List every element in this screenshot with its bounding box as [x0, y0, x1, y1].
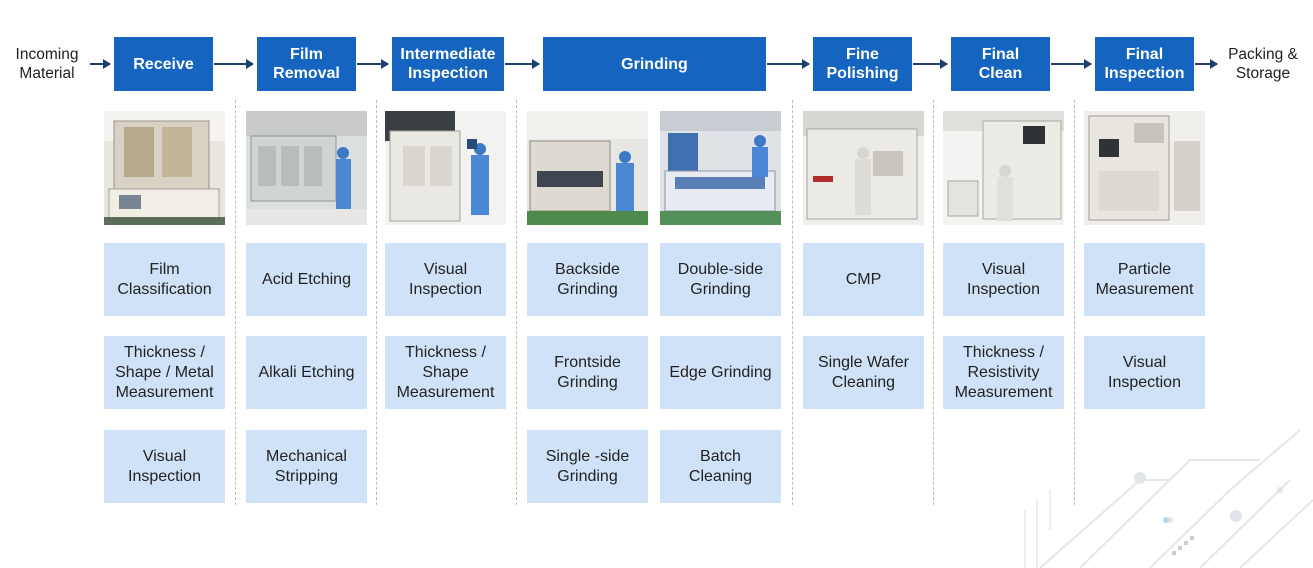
step-visual-inspection: Visual Inspection [385, 243, 506, 316]
step-visual-inspection: Visual Inspection [1084, 336, 1205, 409]
fine-polishing-equipment-photo [803, 111, 924, 225]
step-mechanical-stripping: Mechanical Stripping [246, 430, 367, 503]
step-particle-measurement: Particle Measurement [1084, 243, 1205, 316]
stage-grinding: Grinding [543, 37, 766, 91]
step-double-side-grinding: Double-side Grinding [660, 243, 781, 316]
step-thickness-shape-metal-measurement: Thickness / Shape / Metal Measurement [104, 336, 225, 409]
step-single-wafer-cleaning: Single Wafer Cleaning [803, 336, 924, 409]
intermediate-inspection-equipment-photo [385, 111, 506, 225]
flow-arrow [505, 59, 540, 69]
column-divider [1074, 100, 1075, 505]
step-single-side-grinding: Single -side Grinding [527, 430, 648, 503]
step-visual-inspection: Visual Inspection [104, 430, 225, 503]
column-divider [792, 100, 793, 505]
step-film-classification: Film Classification [104, 243, 225, 316]
step-cmp: CMP [803, 243, 924, 316]
step-frontside-grinding: Frontside Grinding [527, 336, 648, 409]
flow-arrow [767, 59, 810, 69]
circuit-decoration [1024, 429, 1313, 568]
flow-arrow [1051, 59, 1092, 69]
column-divider [516, 100, 517, 505]
flow-arrow [357, 59, 389, 69]
stage-receive: Receive [114, 37, 213, 91]
flow-arrow [1195, 59, 1218, 69]
column-divider [376, 100, 377, 505]
flow-arrow [913, 59, 948, 69]
step-acid-etching: Acid Etching [246, 243, 367, 316]
final-clean-equipment-photo [943, 111, 1064, 225]
stage-fine-polishing: Fine Polishing [813, 37, 912, 91]
end-label: Packing & Storage [1228, 46, 1298, 82]
stage-film-removal: Film Removal [257, 37, 356, 91]
step-backside-grinding: Backside Grinding [527, 243, 648, 316]
stage-intermediate-inspection: Intermediate Inspection [392, 37, 504, 91]
step-edge-grinding: Edge Grinding [660, 336, 781, 409]
step-alkali-etching: Alkali Etching [246, 336, 367, 409]
step-thickness-resistivity-measurement: Thickness / Resistivity Measurement [943, 336, 1064, 409]
receive-equipment-photo [104, 111, 225, 225]
flow-arrow [214, 59, 254, 69]
grinding-equipment-photo-1 [527, 111, 648, 225]
final-inspection-equipment-photo [1084, 111, 1205, 225]
column-divider [933, 100, 934, 505]
grinding-equipment-photo-2 [660, 111, 781, 225]
stage-final-inspection: Final Inspection [1095, 37, 1194, 91]
film-removal-equipment-photo [246, 111, 367, 225]
step-thickness-shape-measurement: Thickness / Shape Measurement [385, 336, 506, 409]
start-label: Incoming Material [15, 46, 79, 82]
column-divider [235, 100, 236, 505]
step-batch-cleaning: Batch Cleaning [660, 430, 781, 503]
step-visual-inspection: Visual Inspection [943, 243, 1064, 316]
stage-final-clean: Final Clean [951, 37, 1050, 91]
flow-arrow [90, 59, 111, 69]
